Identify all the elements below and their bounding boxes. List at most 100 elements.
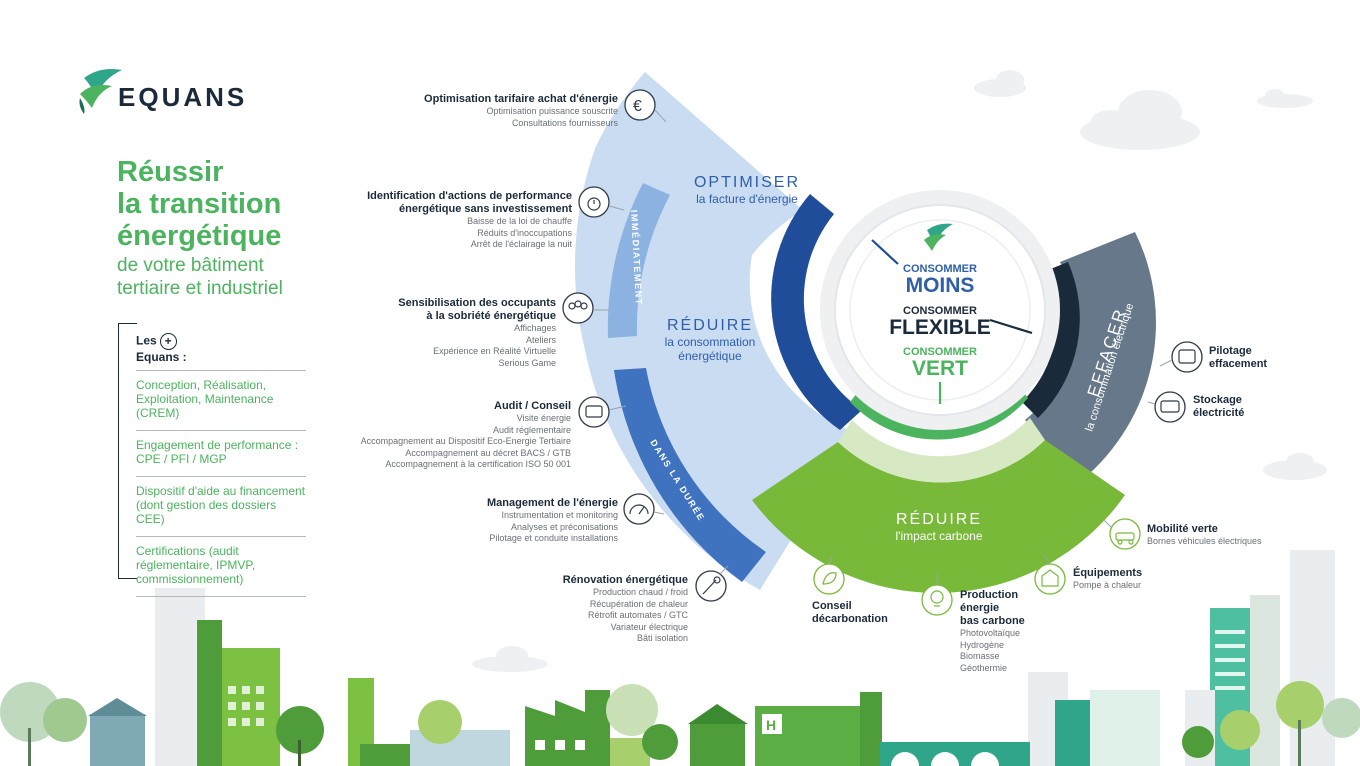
- item-identification-actions: Identification d'actions de performance …: [340, 190, 572, 251]
- item-line: Accompagnement au décret BACS / GTB: [405, 447, 571, 458]
- headline: Réussir la transition énergétique de vot…: [117, 156, 357, 300]
- item-title-3: bas carbone: [960, 615, 1025, 627]
- chat-icon: [578, 396, 610, 428]
- item-line: Photovoltaïque: [960, 628, 1021, 638]
- item-management-energie: Management de l'énergie Instrumentation …: [440, 497, 618, 545]
- item-line: Audit réglementaire: [492, 424, 571, 435]
- item-line: Analyses et préconisations: [510, 521, 618, 532]
- ring-light-green: [838, 418, 1045, 483]
- core-moins-big: MOINS: [905, 274, 975, 297]
- item-line: Pilotage et conduite installations: [489, 533, 618, 543]
- item-line: Géothermie: [960, 662, 1008, 673]
- item-line: Expérience en Réalité Virtuelle: [433, 346, 556, 356]
- clouds: [472, 70, 1327, 672]
- item-line: Rétrofit automates / GTC: [587, 610, 688, 620]
- green-icon-glyphs: [822, 532, 1135, 607]
- band-immediatement: [607, 183, 670, 338]
- battery-icon: [1154, 391, 1186, 423]
- reduire-conso-sub-2: énergétique: [678, 349, 742, 363]
- item-line: Bornes véhicules électriques: [1147, 536, 1262, 546]
- optimiser-subtitle: la facture d'énergie: [696, 192, 798, 206]
- core-logo-mark: [924, 223, 953, 251]
- core-flexible-cap: CONSOMMER: [903, 305, 977, 317]
- band-dans-la-duree: [614, 368, 766, 582]
- item-title-2: énergie: [960, 602, 1000, 614]
- item-line: Instrumentation et monitoring: [501, 510, 618, 520]
- item-title-1: Pilotage: [1209, 345, 1252, 357]
- item-pilotage-effacement: Pilotage effacement: [1209, 345, 1299, 371]
- core-vert: CONSOMMER VERT: [880, 346, 1000, 380]
- plus-item: Dispositif d'aide au financement (dont g…: [136, 476, 306, 536]
- core-moins-cap: CONSOMMER: [903, 263, 977, 275]
- gauge-icon: [623, 493, 655, 525]
- svg-text:€: €: [633, 98, 642, 115]
- item-title-1: Production: [960, 589, 1019, 601]
- item-title-1: Stockage: [1193, 394, 1242, 406]
- item-optimisation-tarifaire: Optimisation tarifaire achat d'énergie O…: [400, 93, 618, 129]
- plus-item: Certifications (audit réglementaire, IPM…: [136, 536, 306, 597]
- item-line: Production chaud / froid: [592, 587, 688, 597]
- arc-consommer-vert: [850, 388, 1028, 440]
- item-production-bas-carbone: Production énergie bas carbone Photovolt…: [960, 589, 1060, 674]
- euro-icon: [624, 89, 656, 121]
- pointer-flexible: [989, 318, 1033, 335]
- plus-panel-list: Conception, Réalisation, Exploitation, M…: [136, 370, 306, 597]
- item-title-2: énergétique sans investissement: [398, 203, 572, 215]
- car-icon: [1109, 518, 1141, 550]
- item-title: Équipements: [1073, 567, 1143, 579]
- item-conseil-decarbonation: Conseil décarbonation: [812, 600, 912, 626]
- segment-reduire-carbone-title: RÉDUIRE l'impact carbone: [864, 511, 1014, 543]
- item-line: Variateur électrique: [610, 621, 688, 632]
- headline-line-2: la transition: [117, 188, 282, 220]
- core-moins: CONSOMMER MOINS: [880, 263, 1000, 297]
- core-flexible-big: FLEXIBLE: [889, 316, 991, 339]
- item-title: Audit / Conseil: [494, 400, 571, 412]
- item-title: Mobilité verte: [1147, 523, 1218, 535]
- item-title: Optimisation tarifaire achat d'énergie: [424, 93, 618, 105]
- item-audit-conseil: Audit / Conseil Visite énergie Audit rég…: [330, 400, 571, 471]
- reduire-conso-sub-1: la consommation: [664, 335, 756, 349]
- item-title-2: à la sobriété énergétique: [426, 310, 556, 322]
- headline-line-1: Réussir: [117, 156, 224, 188]
- svg-text:H: H: [766, 717, 776, 733]
- item-mobilite-verte: Mobilité verte Bornes véhicules électriq…: [1147, 523, 1297, 548]
- bulb-icon: [921, 584, 953, 616]
- leaf-icon: [813, 563, 845, 595]
- item-title-1: Conseil: [812, 600, 852, 612]
- brand: EQUANS: [76, 68, 276, 118]
- item-title-2: électricité: [1193, 407, 1245, 419]
- item-line: Biomasse: [960, 651, 1000, 661]
- headline-sub-2: tertiaire et industriel: [117, 278, 283, 299]
- pilotage-icon: [1171, 341, 1203, 373]
- segment-reduire-carbone: [752, 440, 1125, 593]
- item-title-1: Sensibilisation des occupants: [398, 297, 556, 309]
- reduire-carbone-subtitle: l'impact carbone: [895, 529, 983, 543]
- connectors: [593, 109, 1173, 585]
- item-title-2: décarbonation: [812, 613, 888, 625]
- item-line: Pompe à chaleur: [1073, 580, 1142, 590]
- item-line: Serious Game: [498, 357, 556, 368]
- icon-glyphs: €: [568, 98, 1196, 595]
- reduire-carbone-title: RÉDUIRE: [895, 511, 982, 528]
- item-line: Accompagnement au Dispositif Eco-Energie…: [360, 436, 571, 446]
- segment-effacer: [1025, 232, 1156, 480]
- brand-name: EQUANS: [118, 82, 248, 112]
- item-line: Hydrogène: [960, 639, 1005, 650]
- people-icon: [562, 292, 594, 324]
- item-line: Optimisation puissance souscrite: [486, 106, 618, 116]
- plus-title-les: Les: [136, 333, 157, 348]
- plus-item: Engagement de performance : CPE / PFI / …: [136, 430, 306, 476]
- item-line: Récupération de chaleur: [589, 598, 688, 609]
- plus-item: Conception, Réalisation, Exploitation, M…: [136, 370, 306, 430]
- city-skyline: H: [88, 550, 1335, 766]
- segment-optimiser-title: OPTIMISER la facture d'énergie: [672, 174, 822, 206]
- trees: [0, 681, 1360, 766]
- headline-line-3: énergétique: [117, 220, 282, 252]
- optimiser-title: OPTIMISER: [693, 174, 800, 191]
- headline-sub-1: de votre bâtiment: [117, 255, 264, 276]
- item-equipements: Équipements Pompe à chaleur: [1073, 567, 1193, 592]
- item-line: Accompagnement à la certification ISO 50…: [385, 459, 571, 469]
- arc-consommer-moins: [771, 194, 862, 430]
- item-title: Management de l'énergie: [487, 497, 618, 509]
